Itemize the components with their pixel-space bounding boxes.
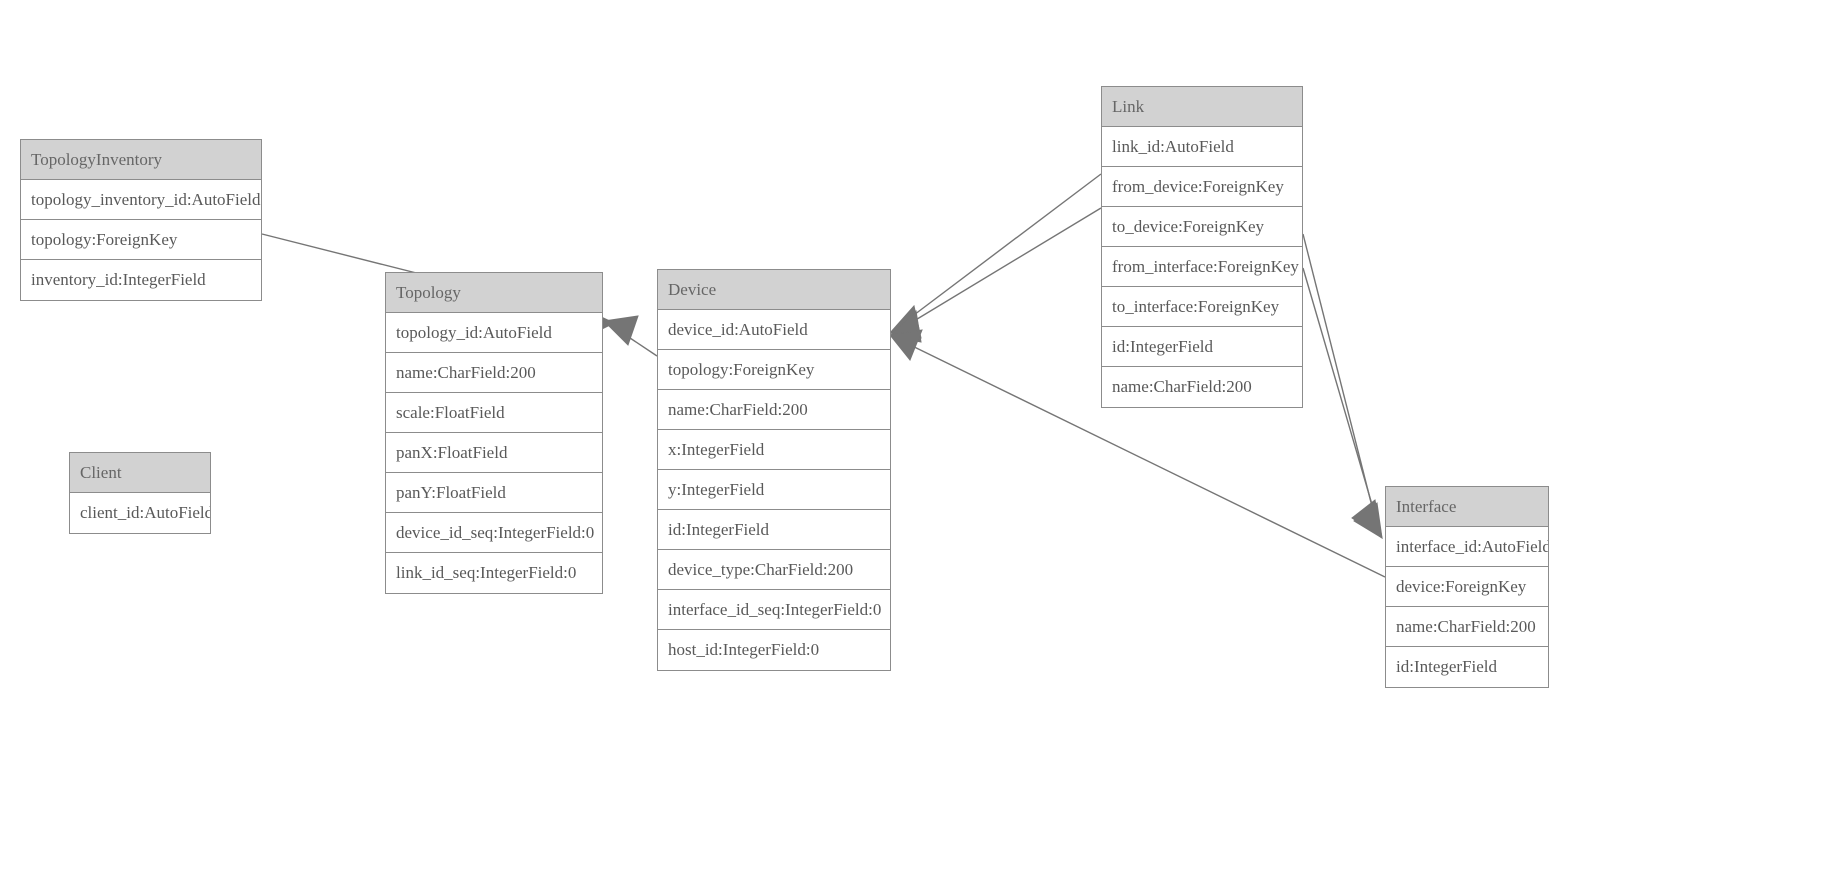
entity-client[interactable]: Client client_id:AutoField <box>69 452 211 534</box>
relationship-line <box>1302 267 1381 533</box>
entity-field: interface_id_seq:IntegerField:0 <box>658 590 890 630</box>
entity-link[interactable]: Link link_id:AutoField from_device:Forei… <box>1101 86 1303 408</box>
entity-field: id:IntegerField <box>1386 647 1548 687</box>
entity-title: TopologyInventory <box>21 140 261 180</box>
entity-title: Link <box>1102 87 1302 127</box>
relationship-arrowhead <box>889 329 923 361</box>
entity-device[interactable]: Device device_id:AutoField topology:Fore… <box>657 269 891 671</box>
entity-field: y:IntegerField <box>658 470 890 510</box>
relationship-arrowhead <box>602 315 639 346</box>
entity-field: to_interface:ForeignKey <box>1102 287 1302 327</box>
entity-field: name:CharField:200 <box>658 390 890 430</box>
entity-field: host_id:IntegerField:0 <box>658 630 890 670</box>
entity-field: topology:ForeignKey <box>658 350 890 390</box>
entity-field: from_device:ForeignKey <box>1102 167 1302 207</box>
entity-field: link_id_seq:IntegerField:0 <box>386 553 602 593</box>
entity-field: panX:FloatField <box>386 433 602 473</box>
entity-field: id:IntegerField <box>1102 327 1302 367</box>
entity-title: Client <box>70 453 210 493</box>
entity-field: topology:ForeignKey <box>21 220 261 260</box>
entity-field: scale:FloatField <box>386 393 602 433</box>
entity-title: Topology <box>386 273 602 313</box>
entity-title: Interface <box>1386 487 1548 527</box>
entity-field: device_id:AutoField <box>658 310 890 350</box>
entity-field: name:CharField:200 <box>386 353 602 393</box>
entity-field: id:IntegerField <box>658 510 890 550</box>
entity-field: topology_id:AutoField <box>386 313 602 353</box>
entity-topology[interactable]: Topology topology_id:AutoField name:Char… <box>385 272 603 594</box>
entity-topologyinventory[interactable]: TopologyInventory topology_inventory_id:… <box>20 139 262 301</box>
relationship-line <box>898 207 1102 331</box>
entity-field: client_id:AutoField <box>70 493 210 533</box>
entity-field: interface_id:AutoField <box>1386 527 1548 567</box>
relationship-arrowhead <box>1353 502 1383 539</box>
relationship-line <box>897 173 1102 328</box>
relationship-line <box>899 339 1386 578</box>
entity-field: device:ForeignKey <box>1386 567 1548 607</box>
entity-field: name:CharField:200 <box>1102 367 1302 407</box>
entity-title: Device <box>658 270 890 310</box>
entity-interface[interactable]: Interface interface_id:AutoField device:… <box>1385 486 1549 688</box>
entity-field: device_type:CharField:200 <box>658 550 890 590</box>
entity-field: to_device:ForeignKey <box>1102 207 1302 247</box>
entity-field: inventory_id:IntegerField <box>21 260 261 300</box>
entity-field: name:CharField:200 <box>1386 607 1548 647</box>
entity-field: link_id:AutoField <box>1102 127 1302 167</box>
entity-field: topology_inventory_id:AutoField <box>21 180 261 220</box>
entity-field: from_interface:ForeignKey <box>1102 247 1302 287</box>
entity-field: x:IntegerField <box>658 430 890 470</box>
entity-field: device_id_seq:IntegerField:0 <box>386 513 602 553</box>
entity-field: panY:FloatField <box>386 473 602 513</box>
